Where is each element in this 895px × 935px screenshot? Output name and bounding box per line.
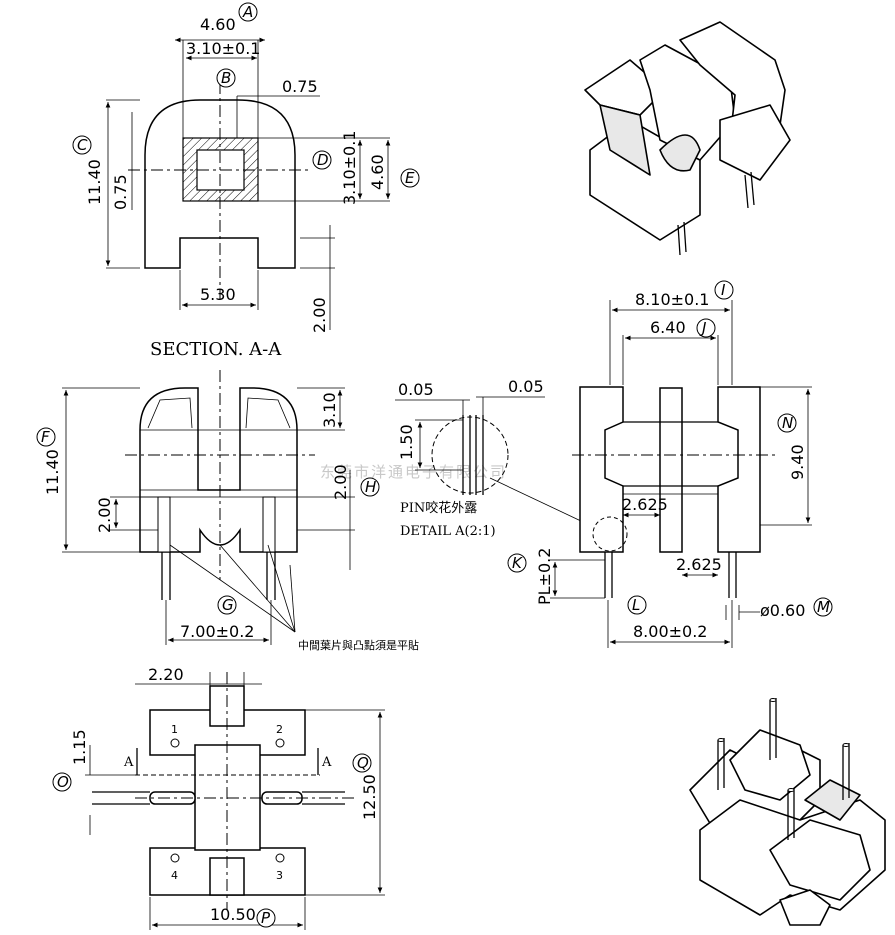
dim-pl: PL±0.2 xyxy=(535,548,554,605)
detail-ref: DETAIL A(2:1) xyxy=(400,524,496,539)
isometric-view-top xyxy=(584,21,791,256)
balloon-d: D xyxy=(312,150,332,170)
balloon-p: P xyxy=(256,908,276,928)
balloon-e: E xyxy=(400,168,420,188)
pin-number-3: 3 xyxy=(276,869,283,882)
dim-0-05-right: 0.05 xyxy=(508,377,544,396)
balloon-j: J xyxy=(696,318,716,338)
balloon-b: B xyxy=(216,68,236,88)
dim-phi-0-60: ø0.60 xyxy=(760,601,805,620)
section-marker-right: A xyxy=(321,755,332,770)
watermark-text: 东莞市洋通电子有限公司 xyxy=(320,463,507,481)
dim-3-10-right: 3.10±0.1 xyxy=(340,131,359,205)
dim-12-50: 12.50 xyxy=(360,774,379,820)
svg-text:M: M xyxy=(817,598,830,616)
svg-text:O: O xyxy=(57,773,69,791)
dim-0-75-h: 0.75 xyxy=(282,77,318,96)
isometric-view-bottom xyxy=(689,698,886,926)
balloon-i: I xyxy=(714,280,734,300)
dim-0-75-v: 0.75 xyxy=(111,174,130,210)
balloon-n: N xyxy=(777,413,797,433)
pin-number-2: 2 xyxy=(276,723,283,736)
balloon-markers: A B C D E F G H I J K L M N O P Q xyxy=(36,2,833,928)
balloon-q: Q xyxy=(352,753,372,773)
dim-11-40-front: 11.40 xyxy=(43,449,62,495)
dim-2-00-front-right: 2.00 xyxy=(331,464,350,500)
section-title: SECTION. A-A xyxy=(150,339,282,360)
dim-2-00-section: 2.00 xyxy=(310,297,329,333)
balloon-a: A xyxy=(238,2,258,22)
front-pin-slot-left xyxy=(157,496,171,553)
svg-text:H: H xyxy=(365,478,376,496)
pin-number-4: 4 xyxy=(171,869,178,882)
svg-text:D: D xyxy=(317,151,329,169)
dim-6-40: 6.40 xyxy=(650,318,686,337)
balloon-h: H xyxy=(360,477,380,497)
pin-number-1: 1 xyxy=(171,723,178,736)
bottom-left-blade xyxy=(149,791,196,805)
pin-hole-1 xyxy=(170,738,180,748)
dim-4-60-right: 4.60 xyxy=(368,154,387,190)
dim-2-625-a: 2.625 xyxy=(622,495,668,514)
balloon-l: L xyxy=(627,595,647,615)
dim-5-30: 5.30 xyxy=(200,285,236,304)
center-note: 中間葉片與凸點須是平貼 xyxy=(298,638,419,652)
balloon-k: K xyxy=(507,553,527,573)
balloon-o: O xyxy=(52,772,72,792)
svg-text:B: B xyxy=(221,69,231,87)
front-view: 11.40 3.10 2.00 2.00 7.00±0.2 中間葉片與凸點須是平… xyxy=(43,370,419,652)
section-view: 4.60 3.10±0.1 0.75 11.40 0.75 3.10±0.1 4… xyxy=(85,15,391,360)
dim-3-10-front: 3.10 xyxy=(320,392,339,428)
section-marker-left: A xyxy=(123,755,134,770)
svg-text:A: A xyxy=(242,3,253,21)
dim-1-50: 1.50 xyxy=(397,424,416,460)
pin-hole-2 xyxy=(275,738,285,748)
svg-text:K: K xyxy=(512,554,523,572)
dim-9-40: 9.40 xyxy=(788,444,807,480)
dim-1-15: 1.15 xyxy=(70,729,89,765)
pin-hole-4 xyxy=(170,853,180,863)
dim-2-00-front-left: 2.00 xyxy=(95,497,114,533)
front-pin-slot-right xyxy=(262,496,276,553)
svg-text:J: J xyxy=(699,319,706,337)
balloon-m: M xyxy=(813,597,833,617)
pin-hole-3 xyxy=(275,853,285,863)
dim-2-20: 2.20 xyxy=(148,665,184,684)
balloon-g: G xyxy=(217,595,237,615)
balloon-c: C xyxy=(72,135,92,155)
dim-10-50: 10.50 xyxy=(210,905,256,924)
dim-11-40-left: 11.40 xyxy=(85,159,104,205)
dim-2-625-b: 2.625 xyxy=(676,555,722,574)
svg-text:Q: Q xyxy=(357,754,369,772)
svg-text:P: P xyxy=(261,909,271,927)
svg-text:E: E xyxy=(405,169,415,187)
bottom-view: 1 2 4 3 A A 2.20 1.15 12.50 10.50 xyxy=(70,665,385,930)
dim-4-60-top: 4.60 xyxy=(200,15,236,34)
side-center-blade xyxy=(659,387,683,553)
svg-text:F: F xyxy=(41,428,50,446)
svg-text:L: L xyxy=(632,596,640,614)
detail-ref-circle xyxy=(592,516,628,552)
front-outline xyxy=(139,387,298,553)
side-view: 8.10±0.1 6.40 9.40 2.625 2.625 PL±0.2 ø0… xyxy=(535,290,812,648)
svg-text:N: N xyxy=(782,414,793,432)
dim-0-05-left: 0.05 xyxy=(398,380,434,399)
dim-8-00: 8.00±0.2 xyxy=(633,622,707,641)
svg-text:C: C xyxy=(77,136,88,154)
detail-view: 0.05 0.05 1.50 PIN咬花外露 DETAIL A(2:1) xyxy=(395,377,601,539)
dim-3-10-top: 3.10±0.1 xyxy=(186,39,260,58)
detail-note: PIN咬花外露 xyxy=(400,500,477,516)
balloon-f: F xyxy=(36,427,56,447)
svg-text:I: I xyxy=(721,281,726,299)
svg-text:G: G xyxy=(222,596,234,614)
side-outline-right xyxy=(717,386,761,553)
dim-8-10: 8.10±0.1 xyxy=(635,290,709,309)
side-outline-left xyxy=(579,386,624,553)
dim-7-00: 7.00±0.2 xyxy=(180,622,254,641)
